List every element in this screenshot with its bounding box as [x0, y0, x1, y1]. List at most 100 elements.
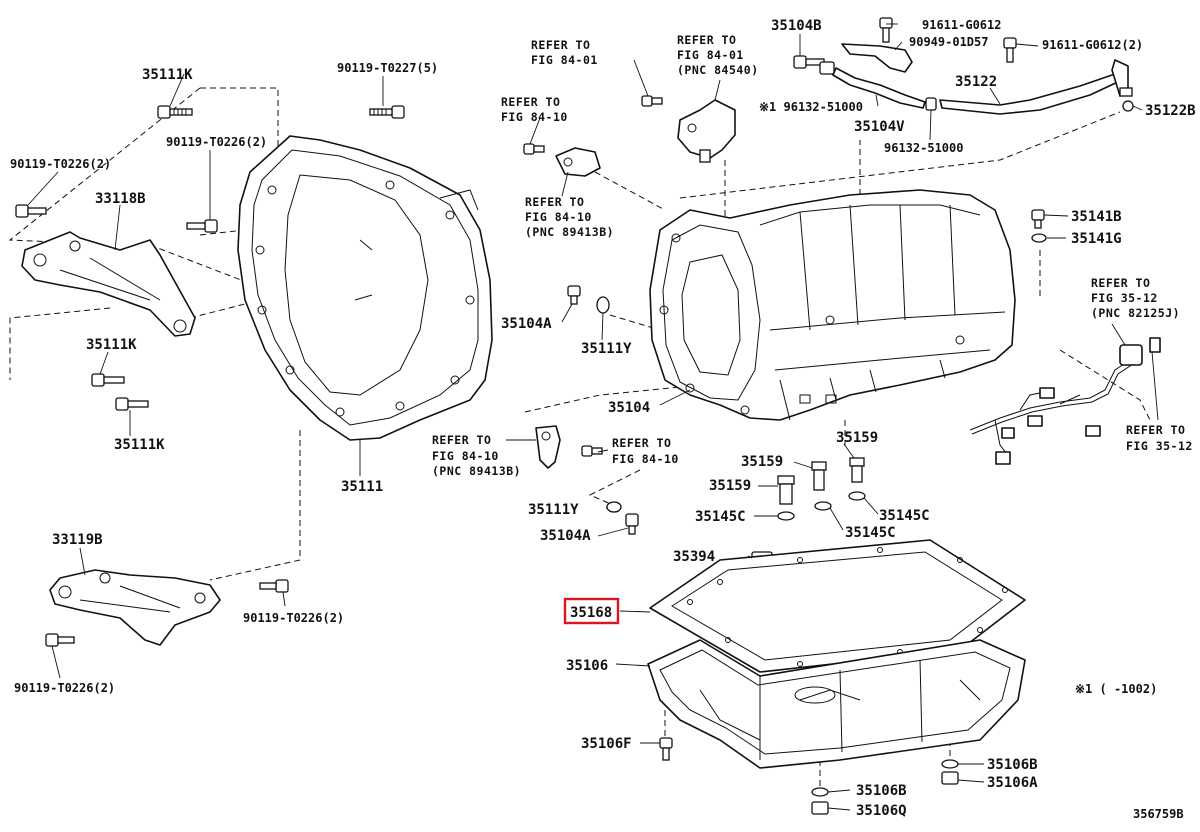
- bolt-ref-84-10-low: [581, 445, 603, 457]
- bracket-33119B: [49, 569, 221, 646]
- refer-labels: REFER TO FIG 84-01 REFER TO FIG 84-01 (P…: [432, 33, 1193, 478]
- bolt-90119-T0226-low-right: [259, 579, 289, 593]
- bolt-90119-T0226-low-left: [45, 633, 75, 647]
- o-ring-35111Y-top: [596, 296, 610, 314]
- gasket-35106B-bottom: [811, 787, 829, 797]
- label-35111K-mid[interactable]: 35111K: [86, 337, 137, 353]
- label-90119-T0227[interactable]: 90119-T0227(5): [337, 61, 438, 75]
- breather-hose-35104V: [819, 61, 937, 111]
- label-35145C-b[interactable]: 35145C: [845, 525, 896, 541]
- bolt-91611-G0612-right: [1003, 37, 1017, 63]
- label-90119-T0226-low-right[interactable]: 90119-T0226(2): [243, 611, 344, 625]
- label-35106[interactable]: 35106: [566, 658, 608, 674]
- label-35141G[interactable]: 35141G: [1071, 231, 1122, 247]
- bracket-90949-01D57: [841, 43, 913, 73]
- label-35111K-top[interactable]: 35111K: [142, 67, 193, 83]
- bolt-35104A-low: [625, 513, 639, 535]
- speed-sensor-84540: [677, 99, 736, 163]
- label-35111[interactable]: 35111: [341, 479, 383, 495]
- label-35106Q[interactable]: 35106Q: [856, 803, 907, 819]
- bolt-91611-G0612-top: [879, 17, 893, 43]
- refer-35-12-pnc-82125J[interactable]: REFER TO FIG 35-12 (PNC 82125J): [1091, 276, 1180, 320]
- bolt-90119-T0226-mid: [186, 219, 218, 233]
- label-96132-note[interactable]: ※1 96132-51000: [759, 100, 863, 114]
- gasket-35145C-a: [848, 491, 866, 501]
- part-labels: 35111K 90119-T0227(5) 90119-T0226(2) 901…: [10, 18, 1196, 821]
- wire-harness-82125J: [969, 337, 1161, 465]
- sensor-89413B-top: [555, 147, 601, 177]
- label-35104A-low[interactable]: 35104A: [540, 528, 591, 544]
- refer-84-01-a[interactable]: REFER TO FIG 84-01: [531, 38, 598, 67]
- highlight-box-35168: [563, 597, 620, 625]
- label-35104B[interactable]: 35104B: [771, 18, 822, 34]
- refer-84-01-pnc-84540[interactable]: REFER TO FIG 84-01 (PNC 84540): [677, 33, 759, 77]
- leader-lines: [27, 23, 1159, 811]
- label-35145C-c[interactable]: 35145C: [695, 509, 746, 525]
- label-35122[interactable]: 35122: [955, 74, 997, 90]
- sensor-89413B-low: [535, 425, 561, 469]
- plug-35106A: [941, 771, 959, 785]
- transmission-case-35104: [649, 189, 1016, 421]
- oil-pan-35106: [647, 639, 1026, 769]
- plug-35106Q: [811, 801, 829, 815]
- gasket-35168: [649, 539, 1026, 673]
- label-35106A[interactable]: 35106A: [987, 775, 1038, 791]
- bolt-35141B: [1031, 209, 1045, 229]
- label-35141B[interactable]: 35141B: [1071, 209, 1122, 225]
- label-90119-T0226-left[interactable]: 90119-T0226(2): [10, 157, 111, 171]
- label-35104[interactable]: 35104: [608, 400, 650, 416]
- refer-84-10-pnc-89413B-low[interactable]: REFER TO FIG 84-10 (PNC 89413B): [432, 433, 521, 478]
- refer-84-10-a[interactable]: REFER TO FIG 84-10: [501, 95, 568, 124]
- label-35394[interactable]: 35394: [673, 549, 715, 565]
- label-35168[interactable]: 35168: [570, 605, 612, 621]
- refer-84-10-b[interactable]: REFER TO FIG 84-10: [612, 436, 679, 466]
- grommet-35122B: [1122, 100, 1134, 112]
- label-35159-a[interactable]: 35159: [836, 430, 878, 446]
- refer-84-10-pnc-89413B-top[interactable]: REFER TO FIG 84-10 (PNC 89413B): [525, 195, 614, 239]
- plug-35159-b: [811, 461, 827, 491]
- label-35145C-a[interactable]: 35145C: [879, 508, 930, 524]
- bolt-90119-T0226-left: [15, 204, 47, 218]
- bolt-35111K-mid: [91, 373, 125, 387]
- label-90119-T0226-low-left[interactable]: 90119-T0226(2): [14, 681, 115, 695]
- o-ring-35111Y-low: [606, 501, 622, 513]
- bolt-90119-T0227: [369, 105, 405, 119]
- washer-35141G: [1031, 233, 1047, 243]
- label-35122B[interactable]: 35122B: [1145, 103, 1196, 119]
- plug-35159-a: [849, 457, 865, 483]
- label-91611-G0612-top[interactable]: 91611-G0612: [922, 18, 1001, 32]
- gasket-35106B-right: [941, 759, 959, 769]
- label-90949-01D57[interactable]: 90949-01D57: [909, 35, 988, 49]
- label-35111Y-low[interactable]: 35111Y: [528, 502, 579, 518]
- bolt-ref-84-10-top: [523, 143, 545, 155]
- refer-35-12-b[interactable]: REFER TO FIG 35-12: [1126, 423, 1193, 453]
- label-35104V[interactable]: 35104V: [854, 119, 905, 135]
- label-35111Y-top[interactable]: 35111Y: [581, 341, 632, 357]
- label-35159-b[interactable]: 35159: [741, 454, 783, 470]
- bracket-33118B: [21, 231, 196, 337]
- bolt-35111K-low: [115, 397, 149, 411]
- gasket-35145C-b: [814, 501, 832, 511]
- label-35106B-bottom[interactable]: 35106B: [856, 783, 907, 799]
- bolt-35111K-top: [157, 105, 193, 119]
- plug-35159-c: [777, 475, 795, 505]
- label-35106F[interactable]: 35106F: [581, 736, 632, 752]
- bell-housing-35111: [237, 135, 493, 441]
- label-35106B-right[interactable]: 35106B: [987, 757, 1038, 773]
- label-35111K-low[interactable]: 35111K: [114, 437, 165, 453]
- bolt-35106F: [659, 737, 673, 761]
- tube-35122: [939, 59, 1133, 115]
- label-33119B[interactable]: 33119B: [52, 532, 103, 548]
- bolt-35104A-top: [567, 285, 581, 305]
- label-35159-c[interactable]: 35159: [709, 478, 751, 494]
- label-33118B[interactable]: 33118B: [95, 191, 146, 207]
- diagram-id: 356759B: [1133, 807, 1184, 821]
- gasket-35145C-c: [777, 511, 795, 521]
- label-96132-51000[interactable]: 96132-51000: [884, 141, 963, 155]
- label-90119-T0226-mid[interactable]: 90119-T0226(2): [166, 135, 267, 149]
- bolt-ref-84-01: [641, 95, 663, 107]
- label-91611-G0612-right[interactable]: 91611-G0612(2): [1042, 38, 1143, 52]
- label-35104A-top[interactable]: 35104A: [501, 316, 552, 332]
